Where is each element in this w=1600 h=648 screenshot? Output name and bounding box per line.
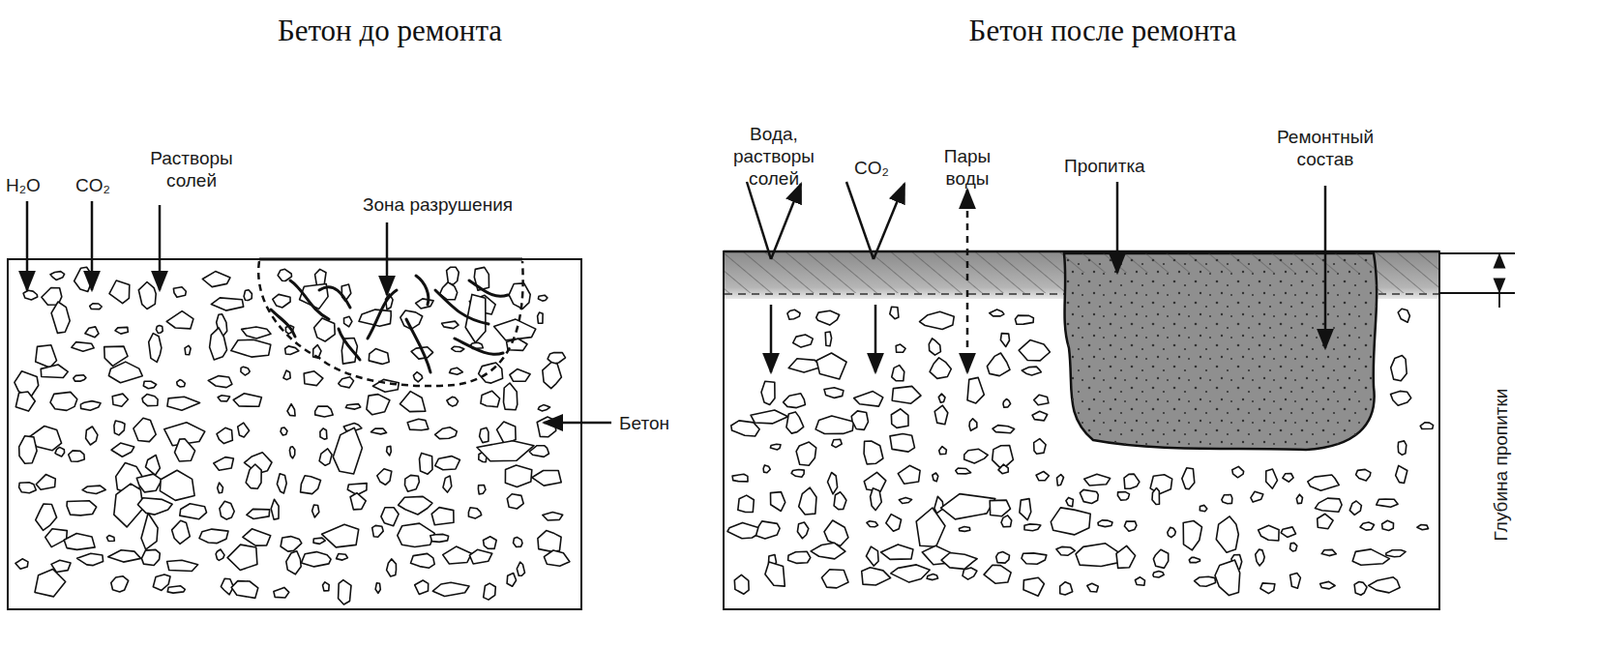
flow-arrows [27, 201, 612, 423]
agent-label: H₂O [5, 174, 55, 197]
callout-label: Бетон [619, 412, 697, 435]
repair-compound [1064, 253, 1377, 450]
panel-title: Бетон после ремонта [928, 13, 1277, 49]
panel-title: Бетон до ремонта [244, 13, 535, 49]
impregnation-over-repair [1066, 253, 1374, 273]
depth-dimension [1439, 253, 1515, 308]
agent-label: CO₂ [75, 174, 124, 197]
flow-arrows [746, 181, 1326, 373]
concrete-block [7, 259, 582, 610]
agent-label: Вода, растворы солей [725, 122, 823, 190]
agent-label: CO₂ [854, 156, 903, 179]
dimension-label: Глубина пропитки [1490, 387, 1513, 541]
callout-label: Пропитка [1064, 154, 1171, 178]
impregnation-depth-line [724, 293, 1065, 296]
damaged-surface [259, 258, 523, 262]
concrete-block [723, 251, 1440, 610]
repair-texture [1064, 253, 1377, 450]
agent-label: Растворы солей [143, 147, 240, 192]
cracks [270, 275, 508, 373]
callout-label: Зона разрушения [362, 193, 547, 216]
damage-zone [258, 261, 523, 386]
callout-label: Ремонтный состав [1257, 125, 1393, 171]
impregnation-depth-line [1378, 293, 1439, 296]
agent-label: Пары воды [928, 145, 1007, 190]
